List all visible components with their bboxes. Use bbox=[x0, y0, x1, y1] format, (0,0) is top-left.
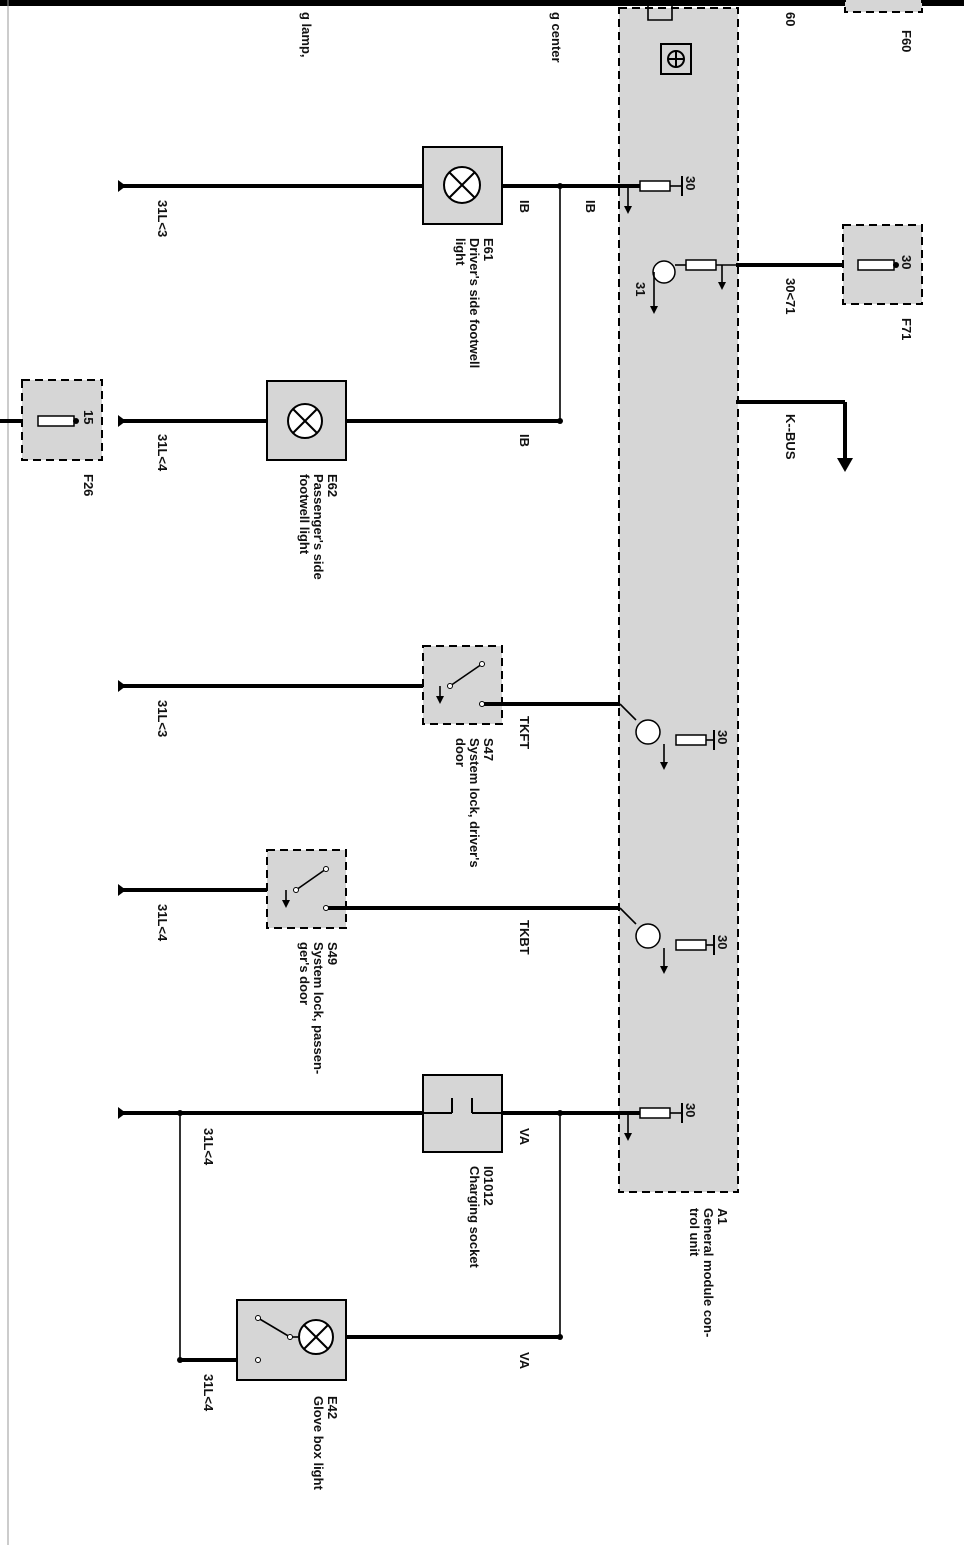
module-terminal-30-a: 30 bbox=[683, 176, 698, 190]
s47-signal-label: TKFT bbox=[517, 716, 532, 749]
i01012-id-label: I01012 bbox=[481, 1166, 496, 1206]
lamp-e61-icon bbox=[443, 166, 481, 204]
module-transistor-3 bbox=[619, 907, 715, 974]
diagnostic-symbol-icon bbox=[660, 43, 692, 75]
module-terminal-30-c: 30 bbox=[715, 935, 730, 949]
e61-signal2-label: IB bbox=[583, 200, 598, 213]
ground-pin-e61 bbox=[118, 180, 126, 192]
e62-signal-label: IB bbox=[517, 434, 532, 447]
fuse-f71-wire-label: 30<71 bbox=[783, 278, 798, 315]
kbus-label: K--BUS bbox=[783, 414, 798, 460]
junction-e62 bbox=[557, 418, 563, 424]
s47-id-label: S47 bbox=[481, 738, 496, 761]
s49-ground-label: 31L<4 bbox=[155, 904, 170, 942]
lamp-e62-icon bbox=[287, 403, 323, 439]
ground-pin-charging bbox=[118, 1107, 126, 1119]
labels-layer: g lamp, g center 60 F60 31L<3 IB IB E61 … bbox=[81, 12, 914, 1491]
s47-name-line1: System lock, driver's bbox=[467, 738, 482, 868]
module-resistor-5 bbox=[624, 1103, 683, 1141]
module-terminal-30-d: 30 bbox=[683, 1103, 698, 1117]
ground-pin-s49 bbox=[118, 884, 126, 896]
ground-pin-s47 bbox=[118, 680, 126, 692]
e62-name-line1: Passenger's side bbox=[311, 474, 326, 580]
s47-name-line2: door bbox=[453, 738, 468, 767]
switch-s49-icon bbox=[282, 866, 329, 911]
fuse-f60-box bbox=[844, 0, 923, 13]
f60-fragment-label: 60 bbox=[783, 12, 798, 26]
e62-name-line2: footwell light bbox=[297, 474, 312, 555]
charging-signal-label: VA bbox=[517, 1128, 532, 1146]
e61-signal-label: IB bbox=[517, 200, 532, 213]
switch-s49-box bbox=[266, 849, 347, 929]
e61-id-label: E61 bbox=[481, 238, 496, 261]
s49-signal-label: TKBT bbox=[517, 920, 532, 955]
lamp-fragment-label: g lamp, bbox=[299, 12, 314, 58]
glovebox-lamp-icon bbox=[255, 1315, 334, 1363]
fuse-f26-label: F26 bbox=[81, 474, 96, 496]
module-transistor-2 bbox=[619, 703, 715, 770]
e42-name-label: Glove box light bbox=[311, 1396, 326, 1491]
e42-ground-label: 31L<4 bbox=[201, 1374, 216, 1412]
fuse-f71-icon bbox=[857, 259, 899, 271]
module-terminal-30-b: 30 bbox=[715, 730, 730, 744]
module-a1-box bbox=[618, 7, 739, 1193]
junction-e42-va bbox=[557, 1334, 563, 1340]
e61-name-line2: light bbox=[453, 238, 468, 266]
module-a1-name-line2: trol unit bbox=[687, 1208, 702, 1257]
e61-name-line1: Driver's side footwell bbox=[467, 238, 482, 368]
s49-name-line1: System lock, passen- bbox=[311, 942, 326, 1074]
charging-socket-icon bbox=[423, 1098, 502, 1114]
module-a1-id-label: A1 bbox=[715, 1208, 730, 1225]
ground-pin-e62 bbox=[118, 415, 126, 427]
center-fragment-label: g center bbox=[549, 12, 564, 63]
junction-e42-ground bbox=[177, 1357, 183, 1363]
fuse-f71-label: F71 bbox=[899, 318, 914, 340]
i01012-name-label: Charging socket bbox=[467, 1166, 482, 1269]
fuse-f60-label: F60 bbox=[899, 30, 914, 52]
charging-ground-label: 31L<4 bbox=[201, 1128, 216, 1166]
fuse-f26-icon bbox=[37, 415, 79, 427]
module-a1-name-line1: General module con- bbox=[701, 1208, 716, 1337]
module-terminal-31: 31 bbox=[633, 282, 648, 296]
module-top-wire bbox=[647, 6, 673, 21]
e42-signal-label: VA bbox=[517, 1352, 532, 1370]
kbus-arrow-icon bbox=[837, 458, 853, 472]
e62-id-label: E62 bbox=[325, 474, 340, 497]
fuse-f71-terminal: 30 bbox=[899, 255, 914, 269]
s47-ground-label: 31L<3 bbox=[155, 700, 170, 737]
s49-name-line2: ger's door bbox=[297, 942, 312, 1005]
e61-ground-label: 31L<3 bbox=[155, 200, 170, 237]
switch-s47-icon bbox=[436, 661, 485, 707]
s49-id-label: S49 bbox=[325, 942, 340, 965]
e62-ground-label: 31L<4 bbox=[155, 434, 170, 472]
module-resistor-1 bbox=[624, 176, 683, 214]
e42-id-label: E42 bbox=[325, 1396, 340, 1419]
fuse-f26-terminal: 15 bbox=[81, 410, 96, 424]
module-transistor-1 bbox=[650, 259, 736, 314]
switch-s47-box bbox=[422, 645, 503, 725]
